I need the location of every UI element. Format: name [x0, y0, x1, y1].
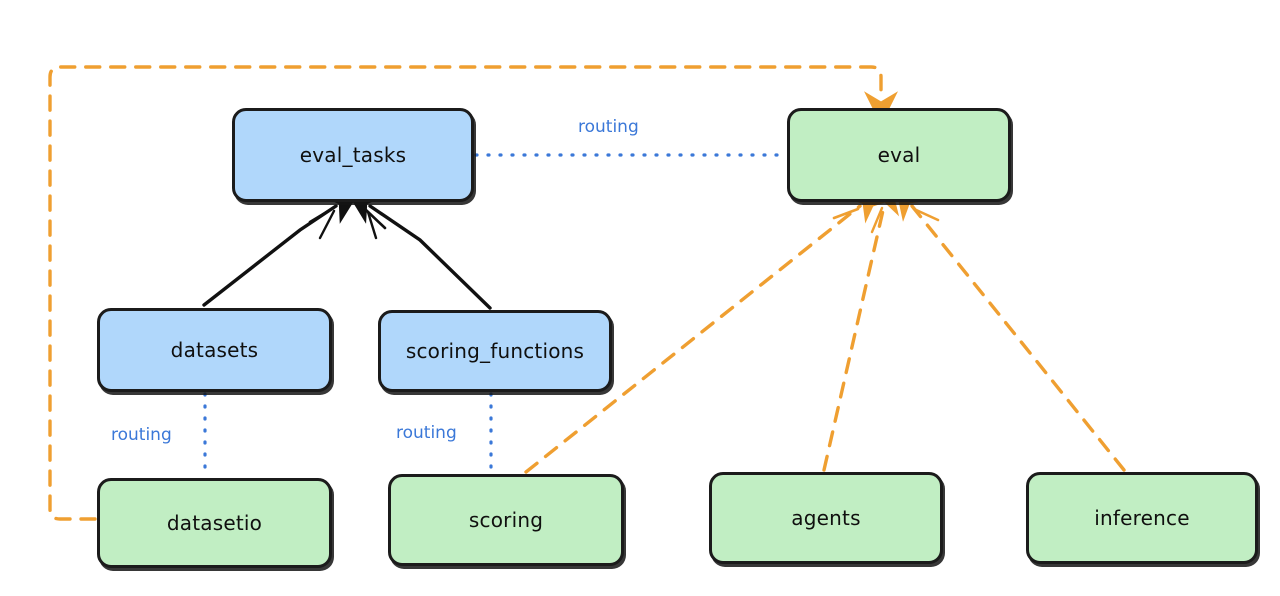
- edge-label-routing-eval-tasks-eval: routing: [578, 117, 639, 137]
- edge-inference-arrow-whisker: [912, 207, 940, 222]
- node-datasetio[interactable]: datasetio: [97, 478, 332, 568]
- edge-datasets-arrow-whisker-2: [318, 209, 336, 240]
- node-eval-tasks[interactable]: eval_tasks: [232, 108, 474, 202]
- edge-scoring-arrow-whisker: [832, 207, 860, 220]
- node-eval-tasks-label: eval_tasks: [299, 143, 407, 167]
- edge-datasets-to-eval-tasks: [202, 189, 362, 307]
- node-scoring-functions-label: scoring_functions: [405, 339, 585, 363]
- node-agents[interactable]: agents: [709, 472, 943, 564]
- edge-scoring-functions-to-eval-tasks: [344, 188, 492, 310]
- node-eval-label: eval: [877, 143, 921, 167]
- node-datasets[interactable]: datasets: [97, 308, 332, 392]
- edge-inference-to-eval: [894, 184, 1126, 472]
- node-scoring-label: scoring: [468, 508, 544, 532]
- node-inference-label: inference: [1094, 506, 1190, 530]
- node-eval[interactable]: eval: [787, 108, 1011, 202]
- node-inference[interactable]: inference: [1026, 472, 1258, 564]
- node-agents-label: agents: [791, 506, 861, 530]
- edge-label-routing-scoring-functions-scoring: routing: [396, 423, 457, 443]
- node-scoring[interactable]: scoring: [388, 474, 624, 566]
- edge-agents-arrow-whisker: [870, 206, 884, 234]
- edge-scoring-functions-arrow-whisker-2: [366, 210, 378, 240]
- edge-label-routing-datasets-datasetio: routing: [111, 425, 172, 445]
- edge-scoring-to-eval: [524, 189, 882, 474]
- node-scoring-functions[interactable]: scoring_functions: [378, 310, 612, 392]
- edge-agents-to-eval: [822, 179, 900, 472]
- node-datasets-label: datasets: [170, 338, 259, 362]
- edge-datasets-arrow-whisker: [308, 208, 332, 224]
- node-datasetio-label: datasetio: [166, 511, 263, 535]
